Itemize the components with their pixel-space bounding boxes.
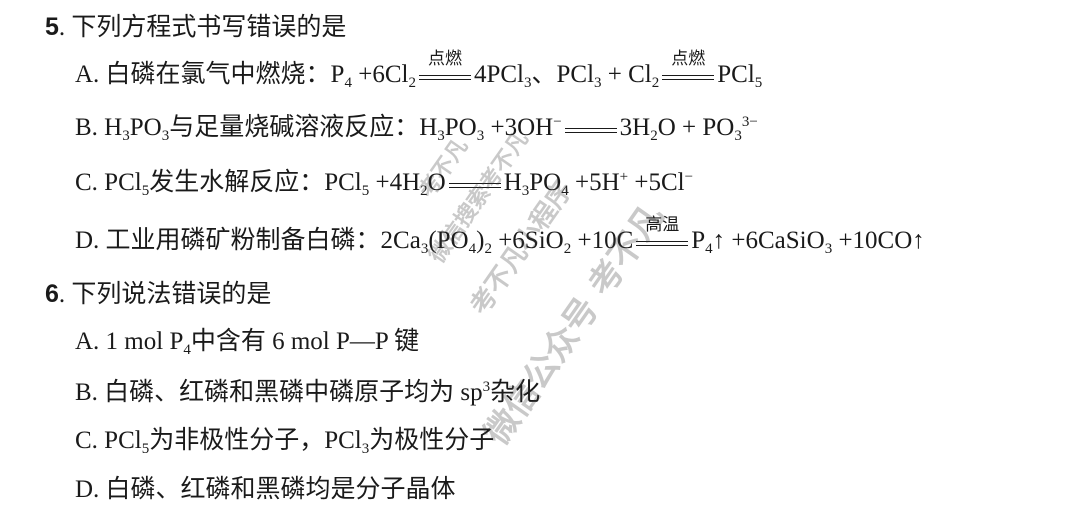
double-line [448,183,501,188]
question-5-stem: 5. 下列方程式书写错误的是 [45,12,346,43]
subscript: 3 [161,128,170,144]
subscript: 3 [594,75,602,91]
subscript: 5 [141,183,150,199]
option-text: 4PCl [473,61,524,88]
subscript: 2 [650,128,658,144]
double-line [662,75,715,80]
option-text: C. PCl [75,427,142,454]
subscript: 2 [651,75,660,91]
option-text: B. H [75,114,123,141]
option-text: D. 白磷、红磷和黑磷均是分子晶体 [75,476,456,503]
option-B: B. 白磷、红磷和黑磷中磷原子均为 sp3杂化 [75,378,540,408]
option-text: PCl [717,61,755,88]
subscript: 3 [521,183,530,199]
question-6-stem: 6. 下列说法错误的是 [45,279,271,310]
option-text: +6SiO [491,227,564,254]
option-text: PO [129,114,162,141]
question-number: 6 [45,280,59,308]
option-D: D. 白磷、红磷和黑磷均是分子晶体 [75,475,456,505]
double-line [636,241,689,246]
subscript: 4 [183,342,191,358]
reaction-equals-sign [563,113,619,143]
option-text: H [503,169,522,196]
option-C: C. PCl5为非极性分子，PCl3为极性分子 [75,426,495,457]
option-text: PO [529,169,562,196]
subscript: 3 [420,241,429,257]
option-text: +10CO↑ [832,227,925,254]
option-text: + Cl [601,61,652,88]
option-text: 、PCl [531,61,595,88]
option-text: +6Cl [351,61,409,88]
option-text: 为非极性分子，PCl [149,427,362,454]
subscript: 4 [468,241,477,257]
question-number: 5 [45,13,59,41]
subscript: 3 [437,128,445,144]
option-text: +4H [369,169,421,196]
double-line [418,75,471,80]
option-text: 与足量烧碱溶液反应：H [169,114,438,141]
subscript: 2 [484,241,492,257]
option-text: PO [444,114,477,141]
option-text: +10C [571,227,634,254]
superscript: 3− [741,114,758,130]
superscript: − [553,114,562,130]
subscript: 2 [563,241,572,257]
subscript: 4 [705,241,713,257]
option-text: 发生水解反应：PCl [149,169,362,196]
superscript: − [684,169,694,185]
option-text: +5Cl [628,169,685,196]
option-text: 中含有 6 mol P—P 键 [190,328,420,355]
reaction-equals-sign [447,168,503,198]
subscript: 5 [141,441,150,457]
subscript: 3 [122,128,130,144]
subscript: 3 [523,75,532,91]
option-text: D. 工业用磷矿粉制备白磷：2Ca [75,227,421,254]
option-text: 为极性分子 [369,427,495,454]
option-B: B. H3PO3与足量烧碱溶液反应：H3PO3 +3OH−3H2O + PO33… [75,113,758,144]
reaction-condition: 点燃 [671,49,706,69]
option-text: ↑ +6CaSiO [712,227,825,254]
option-text: +5H [568,169,620,196]
subscript: 5 [754,75,763,91]
subscript: 2 [420,183,428,199]
option-text: B. 白磷、红磷和黑磷中磷原子均为 sp [75,379,483,406]
option-text: 杂化 [490,379,541,406]
superscript: 3 [482,379,491,395]
superscript: + [619,169,629,185]
option-text: A. 1 mol P [75,328,184,355]
subscript: 3 [734,128,742,144]
option-text: +3OH [484,114,554,141]
reaction-equals-sign: 高温 [634,215,690,256]
option-text: A. 白磷在氯气中燃烧：P [75,61,345,88]
subscript: 3 [824,241,833,257]
subscript: 5 [361,183,370,199]
subscript: 3 [361,441,370,457]
reaction-condition: 点燃 [427,49,462,69]
option-text: ) [476,227,485,254]
option-text: O [427,169,446,196]
subscript: 4 [344,75,352,91]
subscript: 3 [476,128,485,144]
option-text: P [691,227,706,254]
subscript: 2 [408,75,416,91]
question-stem: . 下列方程式书写错误的是 [58,14,347,41]
option-text: (PO [428,227,469,254]
option-A: A. 1 mol P4中含有 6 mol P—P 键 [75,327,420,358]
double-line [564,128,617,133]
option-text: O + PO [657,114,735,141]
question-stem: . 下列说法错误的是 [58,281,272,308]
option-text: C. PCl [75,169,142,196]
subscript: 4 [561,183,569,199]
option-text: 3H [619,114,651,141]
reaction-equals-sign: 点燃 [660,49,716,90]
reaction-condition: 高温 [645,215,680,235]
reaction-equals-sign: 点燃 [417,49,473,90]
